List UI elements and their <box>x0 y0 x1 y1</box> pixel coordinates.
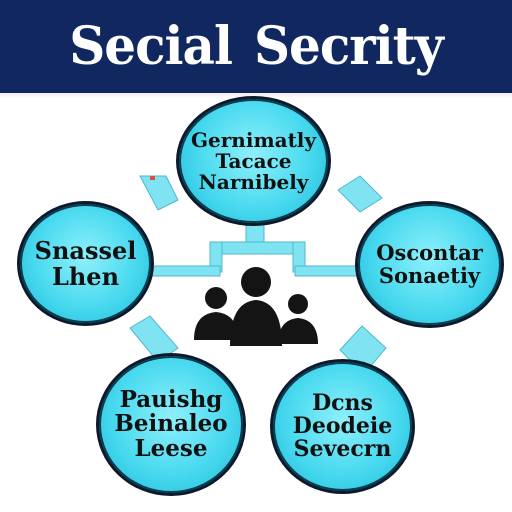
title-word-1: Secial <box>69 14 233 77</box>
person-right-head <box>288 294 308 314</box>
header-bar <box>0 0 512 93</box>
node-bottom-right-line-3: Sevecrn <box>293 436 392 463</box>
title-word-2: Secrity <box>253 14 444 77</box>
node-left-line-2: Lhen <box>51 261 120 291</box>
connector-diag-top-left <box>139 175 179 211</box>
node-left-line-1: Snassel <box>34 236 137 266</box>
node-right-line-1: Oscontar <box>376 240 483 266</box>
person-center-body <box>230 300 282 346</box>
node-bottom-right: Dcns Deodeie Sevecrn <box>270 359 415 494</box>
node-top-line-2: Tacace <box>215 148 292 173</box>
connector-diag-top-right <box>337 175 383 213</box>
page-title: Secial Secrity <box>0 6 512 86</box>
person-left-head <box>205 287 227 309</box>
node-bottom-left-line-1: Pauishg <box>119 386 223 414</box>
node-right: Oscontar Sonaetiy <box>355 201 504 328</box>
connector-hub <box>209 241 306 255</box>
person-right-body <box>278 318 318 344</box>
node-top-line-1: Gernimatly <box>190 127 317 152</box>
node-top: Gernimatly Tacace Narnibely <box>176 96 331 226</box>
person-center-head <box>241 267 271 297</box>
node-bottom-right-line-1: Dcns <box>312 389 373 416</box>
node-bottom-right-line-2: Deodeie <box>292 412 393 439</box>
node-top-line-3: Narnibely <box>198 169 309 194</box>
node-bottom-left-line-3: Leese <box>134 434 208 462</box>
node-left: Snassel Lhen <box>17 201 154 326</box>
person-left-body <box>194 312 238 340</box>
people-group-icon <box>194 267 318 346</box>
node-bottom-left-line-2: Beinaleo <box>114 410 228 438</box>
red-marker-1 <box>150 176 155 180</box>
connector-diag-bottom-left <box>129 315 179 363</box>
node-right-line-2: Sonaetiy <box>378 262 481 288</box>
node-bottom-left: Pauishg Beinaleo Leese <box>96 353 246 496</box>
